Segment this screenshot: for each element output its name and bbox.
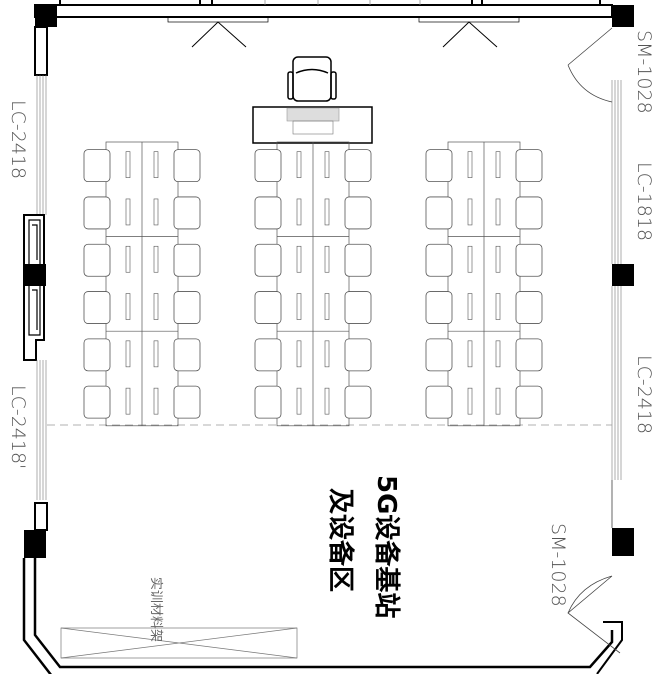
monitor [495, 151, 501, 178]
student-chair [83, 385, 111, 419]
monitor [296, 198, 302, 226]
student-chair [83, 149, 111, 183]
student-chair [254, 385, 282, 419]
monitor [125, 198, 131, 226]
monitor [125, 293, 131, 320]
student-chair [515, 291, 543, 324]
monitor [125, 245, 131, 273]
monitor [495, 293, 501, 320]
door-top-right [567, 27, 613, 103]
student-chair [254, 291, 282, 324]
monitor [467, 387, 473, 415]
monitor [467, 293, 473, 320]
window-label-right-bottom: LC-2418 [633, 355, 655, 434]
student-chair [173, 196, 201, 230]
student-chair [344, 196, 372, 230]
monitor [324, 151, 330, 178]
monitor [125, 387, 131, 415]
student-chair [425, 196, 453, 230]
student-chair [254, 149, 282, 183]
student-chair [173, 338, 201, 372]
window-label-left-top: LC-2418 [7, 100, 29, 179]
student-chair [515, 149, 543, 183]
student-chair [173, 385, 201, 419]
student-chair [173, 243, 201, 277]
student-desks [83, 141, 543, 427]
monitor [495, 387, 501, 415]
student-chair [83, 338, 111, 372]
student-chair [344, 149, 372, 183]
room-title-line2: 及设备区 [325, 488, 355, 592]
student-chair [173, 149, 201, 183]
monitor [324, 245, 330, 273]
window-label-right-top: LC-1818 [633, 162, 655, 241]
monitor [467, 198, 473, 226]
window-label-left-bottom: LC-2418' [7, 385, 29, 469]
student-chair [83, 291, 111, 324]
student-chair [344, 338, 372, 372]
student-chair [344, 291, 372, 324]
teacher-desk [252, 106, 373, 144]
monitor [324, 198, 330, 226]
monitor [467, 151, 473, 178]
student-chair [425, 149, 453, 183]
student-chair [344, 243, 372, 277]
monitor [324, 387, 330, 415]
student-chair [515, 338, 543, 372]
monitor [153, 198, 159, 226]
monitor [467, 340, 473, 368]
monitor [296, 387, 302, 415]
monitor [125, 340, 131, 368]
monitor [495, 198, 501, 226]
monitor [153, 151, 159, 178]
monitor [296, 293, 302, 320]
monitor [125, 151, 131, 178]
door-label-top-right: SM-1028 [633, 30, 655, 114]
student-chair [173, 291, 201, 324]
student-chair [254, 196, 282, 230]
student-chair [425, 338, 453, 372]
student-chair [344, 385, 372, 419]
student-chair [515, 243, 543, 277]
monitor [153, 340, 159, 368]
student-chair [425, 385, 453, 419]
student-chair [83, 196, 111, 230]
monitor [153, 293, 159, 320]
monitor [296, 245, 302, 273]
student-chair [254, 243, 282, 277]
shelf-label: 实训材料架 [148, 577, 163, 642]
monitor [296, 340, 302, 368]
top-wall [34, 0, 613, 48]
monitor [467, 245, 473, 273]
monitor [153, 387, 159, 415]
student-chair [254, 338, 282, 372]
monitor [324, 340, 330, 368]
monitor [296, 151, 302, 178]
monitor [324, 293, 330, 320]
door-label-bottom-right: SM-1028 [547, 523, 569, 607]
teacher-chair [287, 56, 337, 102]
monitor [495, 340, 501, 368]
door-bottom-right [567, 575, 621, 654]
room-title-line1: 5G设备基站 [371, 475, 401, 618]
material-shelf [60, 627, 298, 659]
student-chair [425, 243, 453, 277]
student-chair [515, 385, 543, 419]
student-chair [515, 196, 543, 230]
monitor [153, 245, 159, 273]
left-wall [22, 26, 623, 674]
student-chair [425, 291, 453, 324]
monitor [495, 245, 501, 273]
student-chair [83, 243, 111, 277]
columns [24, 5, 634, 558]
right-wall [611, 80, 622, 528]
